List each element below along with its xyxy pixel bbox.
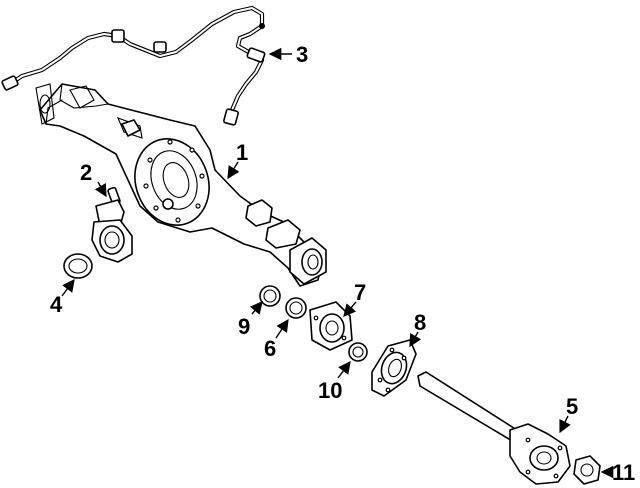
oil-seal — [63, 253, 93, 279]
brake-hose-assembly — [1, 5, 266, 126]
axle-housing — [35, 83, 327, 287]
wheel-bearing — [285, 297, 307, 319]
leader-lines — [61, 47, 614, 479]
inner-bearing — [259, 285, 281, 307]
callout-5: 5 — [566, 394, 578, 419]
callout-1: 1 — [236, 140, 248, 165]
callout-9: 9 — [238, 314, 250, 339]
hub-nut — [573, 455, 601, 485]
callout-10: 10 — [318, 378, 342, 403]
callout-3: 3 — [296, 42, 308, 67]
retainer-collar — [348, 342, 368, 362]
callout-11: 11 — [612, 460, 635, 485]
callout-8: 8 — [414, 310, 426, 335]
callout-2: 2 — [80, 160, 92, 185]
callout-labels: 1 2 3 4 5 6 7 8 9 10 11 — [50, 42, 635, 485]
callout-4: 4 — [50, 292, 63, 317]
bearing-retainer — [309, 301, 353, 351]
mounting-bracket — [91, 186, 133, 263]
backing-plate — [371, 339, 417, 397]
callout-6: 6 — [264, 336, 276, 361]
axle-shaft — [417, 371, 571, 485]
callout-7: 7 — [354, 280, 366, 305]
